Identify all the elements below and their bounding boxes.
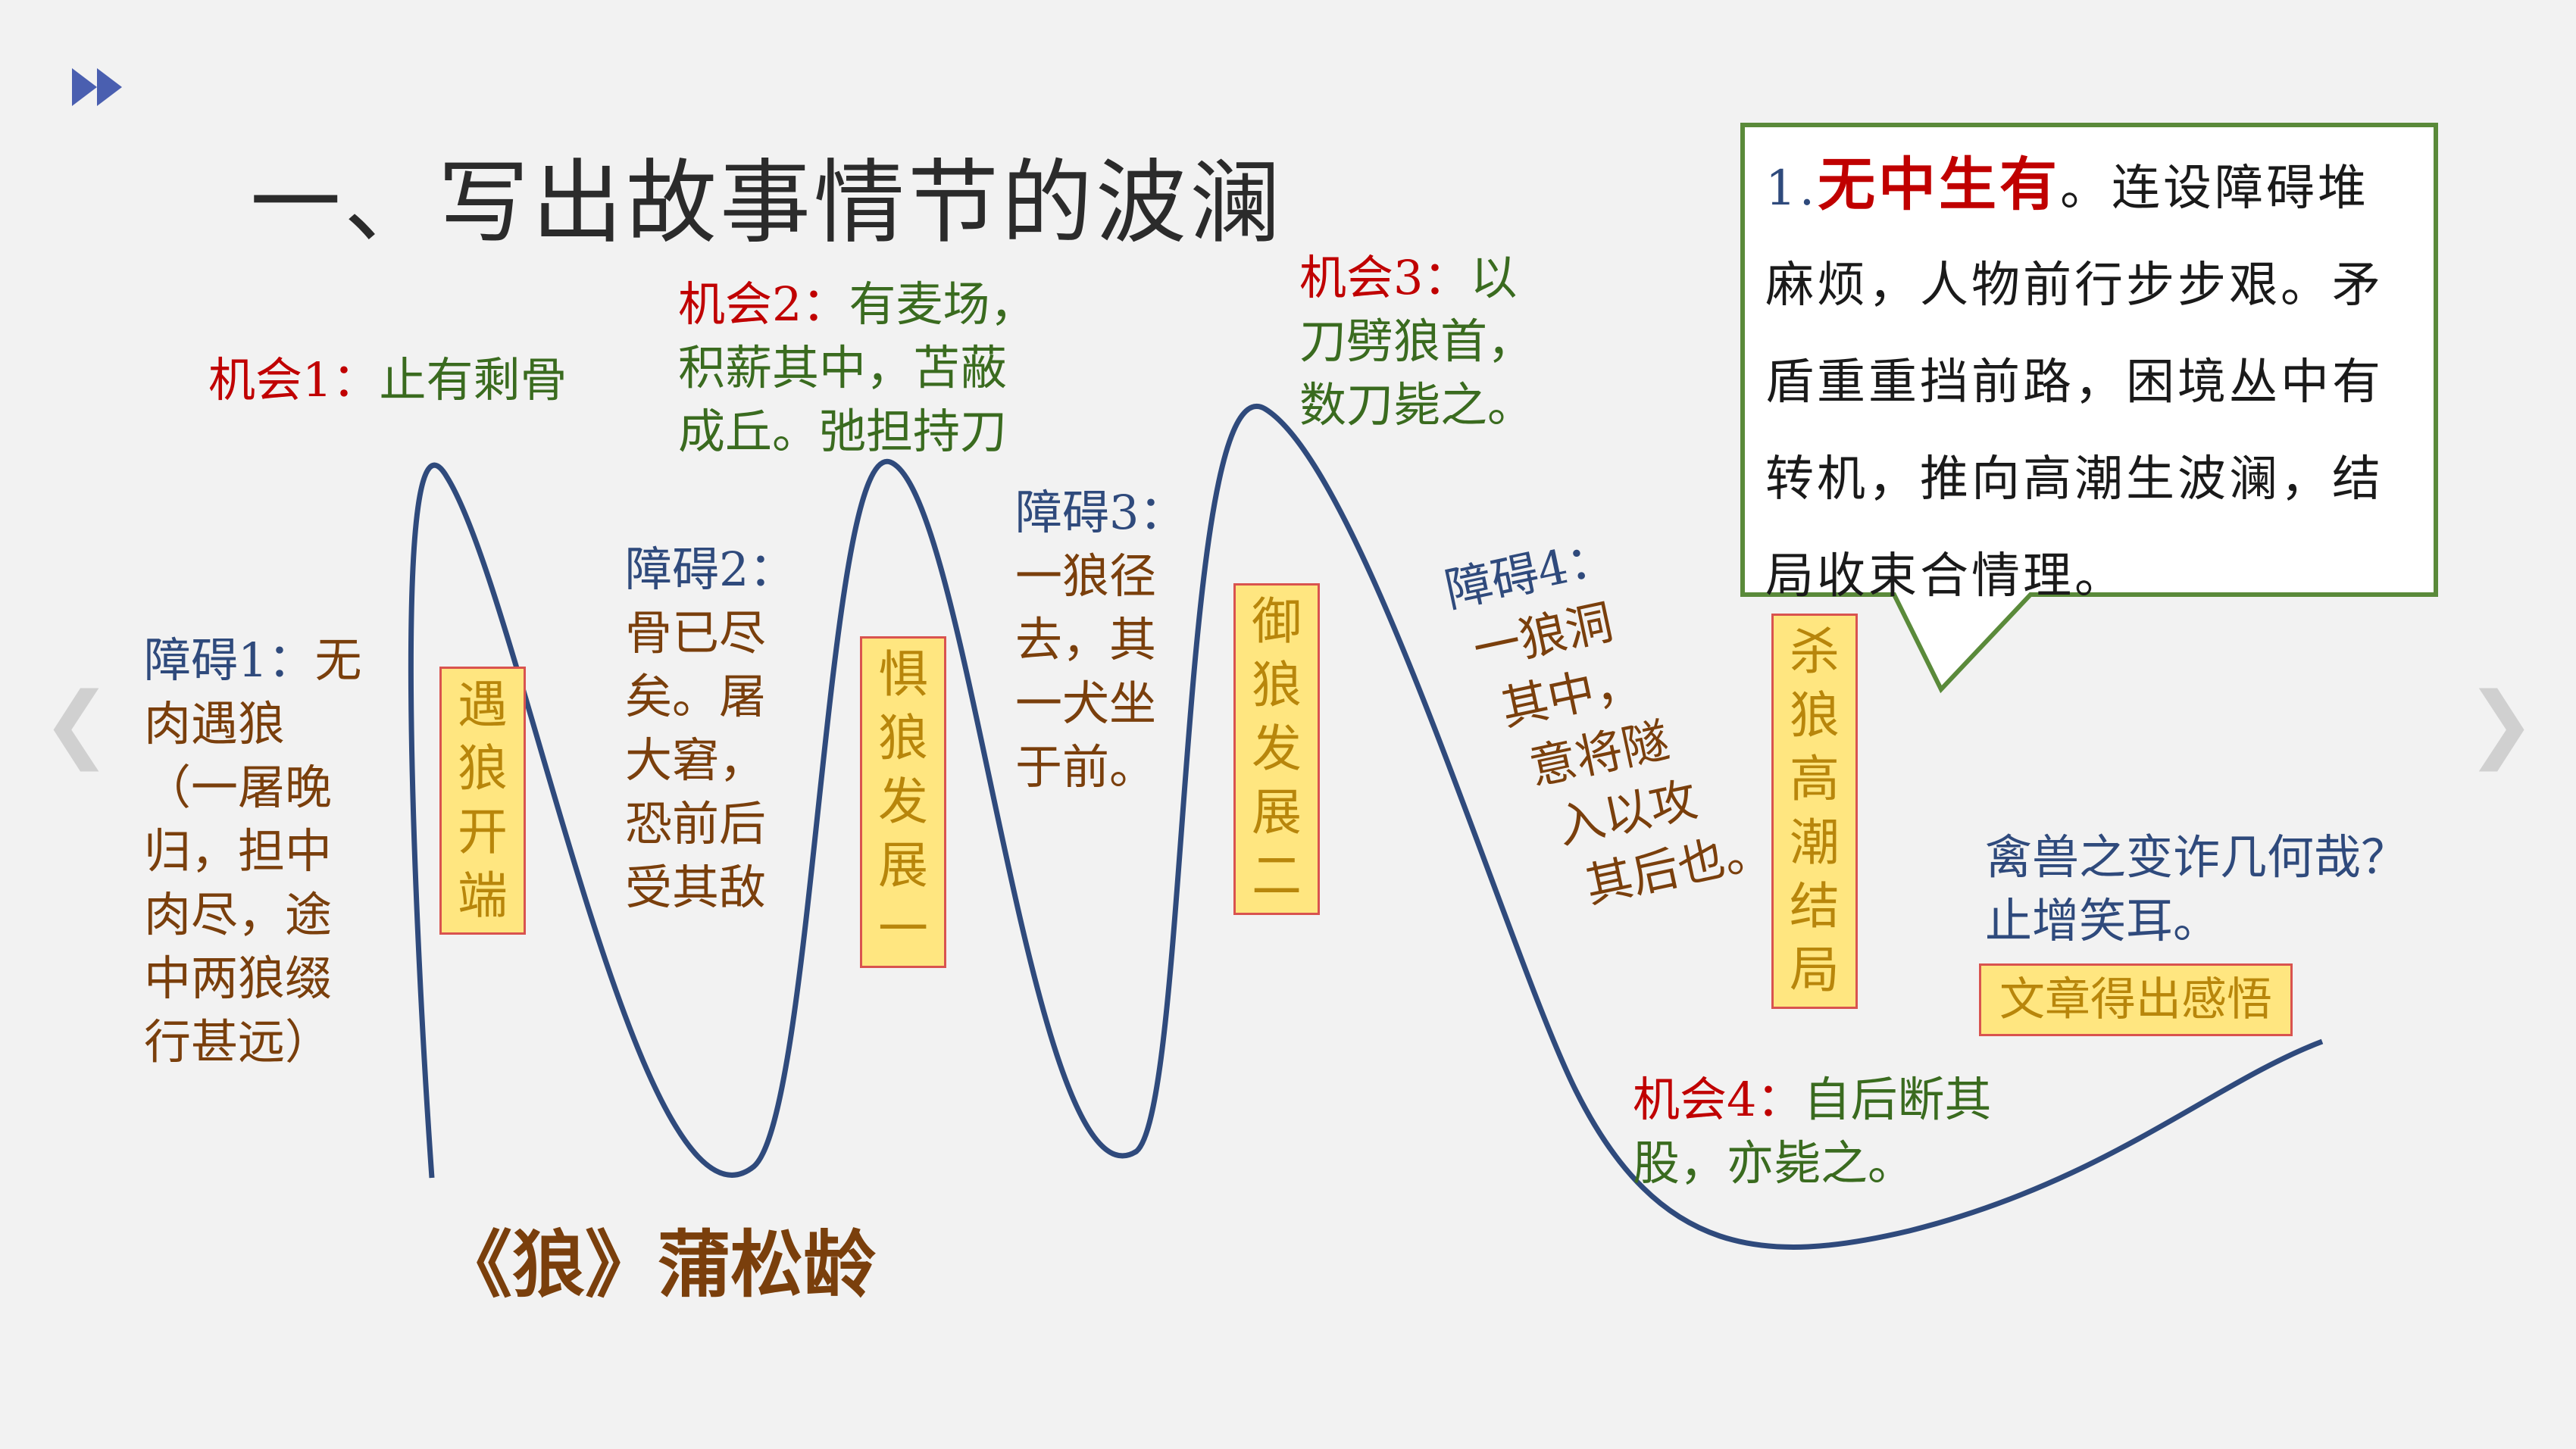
obstacle-1: 障碍1：无 肉遇狼 （一屠晚 归，担中 肉尽，途 中两狼缀 行甚远）	[144, 632, 362, 1070]
stage-box-4: 杀狼高潮结局	[1771, 614, 1858, 1009]
stage-2-label: 惧狼发展一	[878, 645, 928, 958]
chance-1: 机会1：止有剩骨	[208, 352, 567, 408]
chevron-right-icon[interactable]: ❯	[2466, 674, 2537, 771]
conclusion-question: 禽兽之变诈几何哉？ 止增笑耳。	[1985, 829, 2409, 948]
work-title: 《狼》蒲松龄	[439, 1222, 876, 1307]
chance-3-label: 机会3：	[1299, 250, 1471, 305]
double-play-icon	[72, 68, 122, 106]
chance-4: 机会4：自后断其 股，亦毙之。	[1633, 1072, 1992, 1191]
callout-border	[1740, 123, 2438, 694]
chance-2-label: 机会2：	[678, 276, 849, 332]
conclusion-box: 文章得出感悟	[1979, 963, 2293, 1036]
obstacle-2-label: 障碍2：	[625, 542, 796, 597]
callout-prefix: 1.	[1765, 161, 1818, 217]
chance-4-label: 机会4：	[1633, 1072, 1804, 1127]
stage-1-label: 遇狼开端	[458, 676, 508, 925]
obstacle-1-label: 障碍1：	[144, 632, 315, 688]
chevron-left-icon[interactable]: ❮	[42, 674, 112, 771]
chance-3: 机会3：以 刀劈狼首， 数刀毙之。	[1299, 250, 1535, 433]
stage-box-2: 惧狼发展一	[860, 636, 946, 968]
page-title: 一、写出故事情节的波澜	[250, 151, 1283, 256]
chance-2: 机会2：有麦场， 积薪其中，苫蔽 成丘。弛担持刀	[678, 276, 1037, 459]
obstacle-3: 障碍3： 一狼径 去，其 一犬坐 于前。	[1015, 481, 1186, 799]
callout-text: 1.无中生有。连设障碍堆麻烦，人物前行步步艰。矛盾重重挡前路，困境丛中有转机，推…	[1765, 136, 2417, 625]
stage-box-3: 御狼发展二	[1233, 583, 1320, 915]
obstacle-3-label: 障碍3：	[1015, 485, 1186, 540]
stage-box-1: 遇狼开端	[439, 667, 526, 935]
chance-1-label: 机会1：	[208, 352, 380, 408]
callout-highlight: 无中生有	[1818, 151, 2061, 218]
callout-body: 。连设障碍堆麻烦，人物前行步步艰。矛盾重重挡前路，困境丛中有转机，推向高潮生波澜…	[1765, 161, 2384, 604]
obstacle-2: 障碍2： 骨已尽 矣。屠 大窘， 恐前后 受其敌	[625, 538, 796, 920]
plot-curve	[408, 404, 2324, 1250]
stage-4-label: 杀狼高潮结局	[1790, 623, 1840, 999]
stage-3-label: 御狼发展二	[1252, 592, 1302, 905]
